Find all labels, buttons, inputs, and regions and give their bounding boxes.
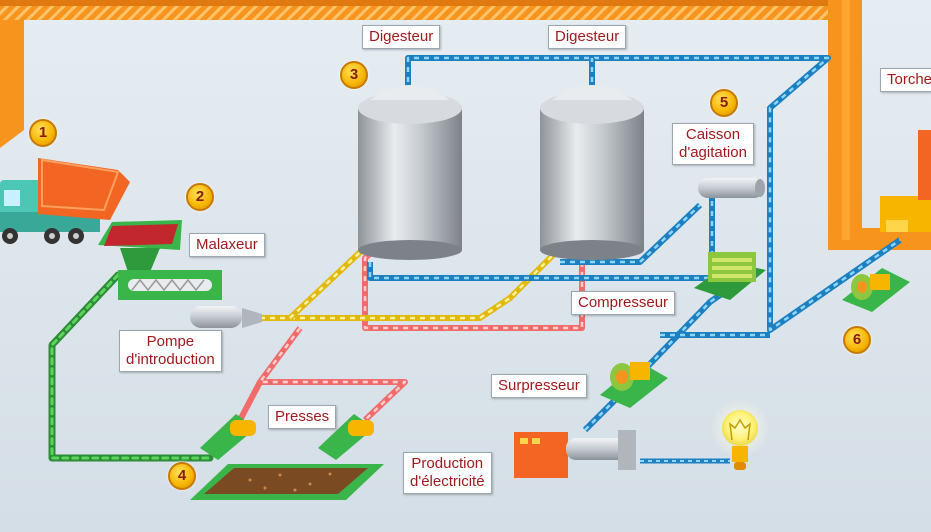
step-number-1: 1 — [29, 119, 57, 147]
torche-icon — [880, 130, 931, 232]
label-digesteur-1: Digesteur — [362, 25, 441, 49]
label-production: Production d'électricité — [403, 452, 492, 494]
step-number-3: 3 — [340, 61, 368, 89]
digesteur-tank-1 — [358, 85, 462, 260]
step-number-6: 6 — [843, 326, 871, 354]
step-number-5: 5 — [710, 89, 738, 117]
label-pompe: Pompe d'introduction — [119, 330, 222, 372]
compresseur-icon — [694, 252, 766, 300]
label-malaxeur: Malaxeur — [189, 233, 265, 257]
caisson-icon — [698, 178, 765, 198]
label-caisson: Caisson d'agitation — [672, 123, 754, 165]
pompe-icon — [190, 306, 262, 328]
label-surpresseur: Surpresseur — [491, 374, 587, 398]
presses-icon — [190, 414, 384, 500]
generateur-icon — [842, 268, 910, 312]
malaxeur-icon — [98, 220, 222, 300]
truck-icon — [0, 158, 130, 244]
label-presses: Presses — [268, 405, 337, 429]
label-compresseur: Compresseur — [571, 291, 676, 315]
lightbulb-icon — [710, 398, 770, 470]
digesteur-tank-2 — [540, 85, 644, 260]
production-generator-icon — [514, 430, 636, 478]
green-pipe — [48, 271, 214, 462]
step-number-2: 2 — [186, 183, 214, 211]
step-number-4: 4 — [168, 462, 196, 490]
surpresseur-icon — [600, 362, 668, 408]
label-digesteur-2: Digesteur — [548, 25, 627, 49]
orange-frame-pipe — [0, 0, 931, 250]
label-torche: Torche — [880, 68, 931, 92]
